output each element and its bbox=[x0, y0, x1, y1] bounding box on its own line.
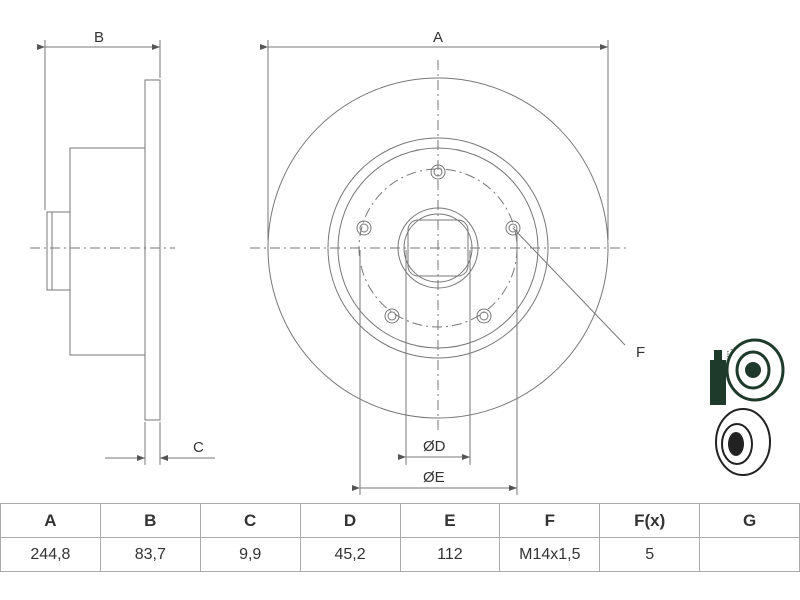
brake-disc-icon bbox=[715, 408, 771, 476]
side-view: B C bbox=[30, 29, 215, 465]
value-f: M14x1,5 bbox=[499, 537, 601, 572]
dimension-label-d: ØD bbox=[423, 438, 446, 455]
header-g: G bbox=[699, 503, 800, 538]
value-a: 244,8 bbox=[0, 537, 101, 572]
header-e: E bbox=[399, 503, 501, 538]
header-fx: F(x) bbox=[599, 503, 701, 538]
dimension-label-b: B bbox=[94, 29, 104, 46]
header-b: B bbox=[99, 503, 201, 538]
icons-panel bbox=[710, 338, 785, 476]
header-d: D bbox=[299, 503, 401, 538]
value-g bbox=[699, 537, 800, 572]
value-fx: 5 bbox=[599, 537, 701, 572]
brake-disc-drawing: B C A ØD ØE bbox=[30, 29, 645, 495]
header-a: A bbox=[0, 503, 101, 538]
value-b: 83,7 bbox=[99, 537, 201, 572]
thread-label-f: F bbox=[636, 344, 645, 361]
value-c: 9,9 bbox=[199, 537, 301, 572]
dimension-label-e: ØE bbox=[423, 469, 445, 486]
spray-cleaner-icon bbox=[710, 338, 785, 405]
header-c: C bbox=[199, 503, 301, 538]
table-row: 244,8 83,7 9,9 45,2 112 M14x1,5 5 bbox=[0, 537, 800, 572]
value-d: 45,2 bbox=[299, 537, 401, 572]
dimension-label-c: C bbox=[193, 439, 204, 456]
dimension-label-a: A bbox=[433, 29, 443, 46]
dimensions-table: A B C D E F F(x) G 244,8 83,7 9,9 45,2 1… bbox=[0, 503, 800, 572]
bolt-holes bbox=[356, 164, 521, 324]
front-view: A ØD ØE F bbox=[250, 29, 645, 495]
table-header-row: A B C D E F F(x) G bbox=[0, 503, 800, 538]
value-e: 112 bbox=[399, 537, 501, 572]
header-f: F bbox=[499, 503, 601, 538]
